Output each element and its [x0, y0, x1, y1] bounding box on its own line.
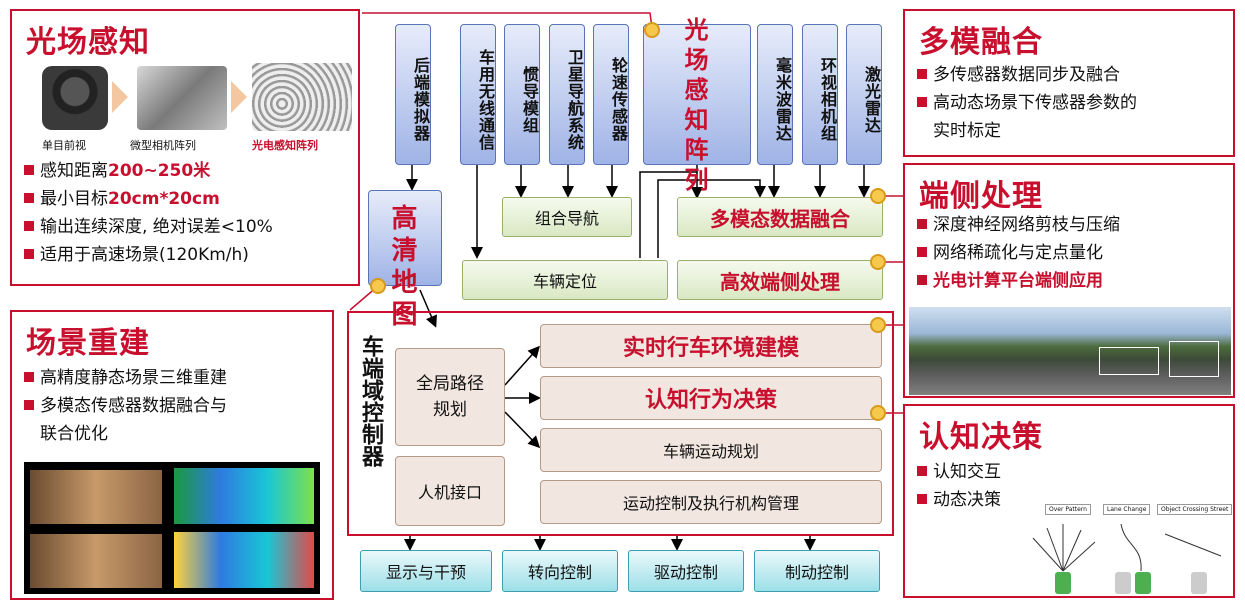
cognition-title: 认知决策	[919, 420, 1043, 455]
list-item: 高动态场景下传感器参数的	[917, 89, 1137, 117]
list-item: 最小目标20cm*20cm	[24, 185, 273, 213]
brake-control-box: 制动控制	[754, 550, 880, 592]
street-scene-image	[909, 307, 1231, 395]
edge-list: 深度神经网络剪枝与压缩 网络稀疏化与定点量化 光电计算平台端侧应用	[917, 211, 1120, 295]
list-item: 动态决策	[917, 486, 1001, 514]
micro-camera-array-image	[137, 66, 227, 130]
edge-title: 端侧处理	[919, 179, 1043, 214]
motion-planning-box: 车辆运动规划	[540, 428, 882, 472]
caption-opto-array: 光电感知阵列	[252, 139, 318, 152]
cognition-panel: 认知决策 认知交互 动态决策 Over Pattern Lane Change …	[903, 404, 1235, 598]
steering-control-box: 转向控制	[502, 550, 618, 592]
list-item: 深度神经网络剪枝与压缩	[917, 211, 1120, 239]
connector-dot	[644, 22, 660, 38]
list-item: 适用于高速场景(120Km/h)	[24, 241, 273, 269]
fusion-panel: 多模融合 多传感器数据同步及融合 高动态场景下传感器参数的 实时标定	[903, 9, 1235, 157]
motion-control-box: 运动控制及执行机构管理	[540, 480, 882, 524]
scene-recon-panel: 场景重建 高精度静态场景三维重建 多模态传感器数据融合与 联合优化	[10, 310, 334, 600]
connector-dot	[870, 405, 886, 421]
global-planning-box: 全局路径规划	[395, 348, 505, 446]
list-item: 光电计算平台端侧应用	[917, 267, 1120, 295]
scene-recon-list: 高精度静态场景三维重建 多模态传感器数据融合与 联合优化	[24, 364, 227, 448]
multimodal-fusion-box: 多模态数据融合	[677, 197, 883, 237]
list-item: 多模态传感器数据融合与	[24, 392, 227, 420]
hd-map-box: 高清地图	[368, 190, 442, 330]
domain-controller-label: 车端域控制器	[358, 335, 383, 467]
combo-nav-box: 组合导航	[502, 197, 632, 237]
scene-recon-title: 场景重建	[26, 326, 150, 361]
light-field-array-box: 光场感知阵列	[643, 16, 751, 194]
list-item: 认知交互	[917, 458, 1001, 486]
decision-box: 认知行为决策	[540, 376, 882, 420]
wheel-speed-box: 轮速传感器	[593, 24, 629, 165]
connector-dot	[870, 188, 886, 204]
cognition-list: 认知交互 动态决策	[917, 458, 1001, 514]
caption-micro-array: 微型相机阵列	[130, 139, 196, 152]
connector-dot	[870, 317, 886, 333]
edge-panel: 端侧处理 深度神经网络剪枝与压缩 网络稀疏化与定点量化 光电计算平台端侧应用	[903, 163, 1235, 398]
caption-mono: 单目前视	[42, 139, 86, 152]
list-item: 网络稀疏化与定点量化	[917, 239, 1120, 267]
scenario-diagram	[1032, 523, 1222, 594]
v2x-box: 车用无线通信	[460, 24, 496, 165]
scenario-label: Over Pattern	[1045, 504, 1091, 515]
list-item: 高精度静态场景三维重建	[24, 364, 227, 392]
connector-dot	[370, 278, 386, 294]
arrow-icon	[112, 81, 128, 113]
list-item: 感知距离200~250米	[24, 157, 273, 185]
scenario-label: Lane Change	[1103, 504, 1151, 515]
edge-processing-box: 高效端侧处理	[677, 260, 883, 300]
env-modeling-box: 实时行车环境建模	[540, 324, 882, 368]
connector-dot	[870, 254, 886, 270]
arrow-icon	[231, 81, 247, 113]
localization-box: 车辆定位	[462, 260, 668, 300]
mmwave-radar-box: 毫米波雷达	[757, 24, 793, 165]
light-field-list: 感知距离200~250米 最小目标20cm*20cm 输出连续深度, 绝对误差<…	[24, 157, 273, 269]
display-intervention-box: 显示与干预	[360, 550, 492, 592]
domain-controller-frame	[347, 311, 894, 536]
backend-simulator-box: 后端模拟器	[395, 24, 431, 165]
surround-camera-box: 环视相机组	[802, 24, 838, 165]
list-item: 实时标定	[933, 121, 1001, 141]
light-field-title: 光场感知	[26, 25, 150, 60]
scenario-label: Object Crossing Street	[1157, 504, 1233, 515]
lidar-box: 激光雷达	[846, 24, 882, 165]
fusion-title: 多模融合	[919, 25, 1043, 60]
hmi-box: 人机接口	[395, 456, 505, 526]
reconstruction-image	[24, 462, 320, 594]
light-field-panel: 光场感知 单目前视 微型相机阵列 光电感知阵列 感知距离200~250米 最小目…	[10, 9, 360, 286]
drive-control-box: 驱动控制	[628, 550, 744, 592]
list-item: 多传感器数据同步及融合	[917, 61, 1137, 89]
imu-box: 惯导模组	[504, 24, 540, 165]
fusion-list: 多传感器数据同步及融合 高动态场景下传感器参数的 实时标定	[917, 61, 1137, 145]
optoelectronic-array-image	[252, 63, 352, 131]
gnss-box: 卫星导航系统	[549, 24, 585, 165]
list-item: 联合优化	[40, 424, 108, 444]
list-item: 输出连续深度, 绝对误差<10%	[24, 213, 273, 241]
mono-camera-image	[42, 66, 108, 130]
